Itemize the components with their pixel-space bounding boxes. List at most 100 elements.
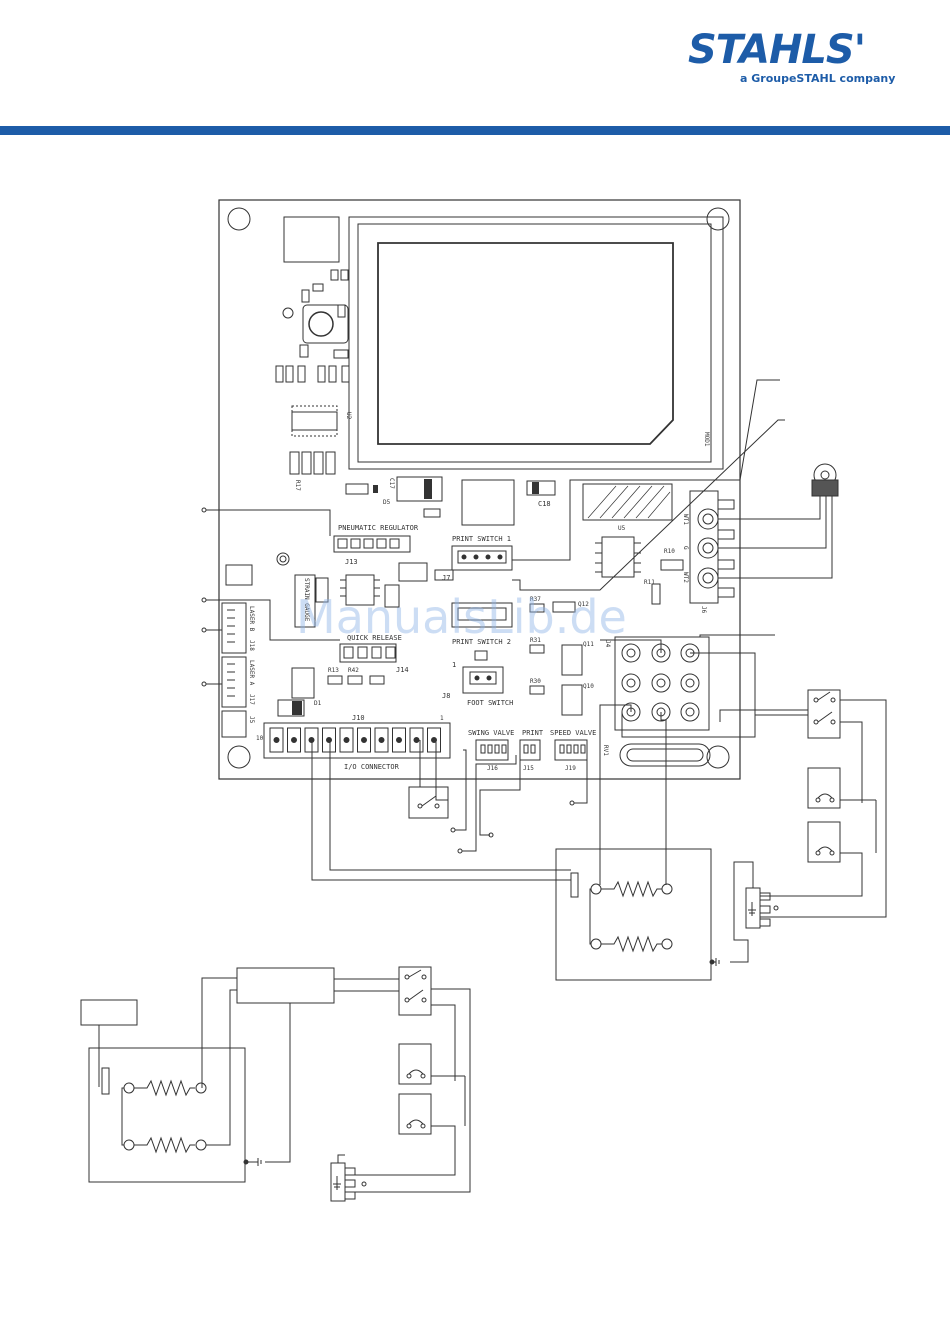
power-supply-area: U2 R17 bbox=[275, 269, 352, 491]
brand-tagline: a GroupeSTAHL company bbox=[740, 72, 896, 85]
label-wt1: WT1 bbox=[682, 514, 689, 525]
io-terminal bbox=[409, 727, 424, 753]
label-q10: Q10 bbox=[583, 683, 594, 690]
label-mod1: MOD1 bbox=[703, 432, 710, 447]
io-terminal bbox=[339, 727, 354, 753]
heatsink bbox=[582, 483, 673, 521]
connector-j10: J10 1 10 bbox=[256, 714, 451, 759]
label-u5: U5 bbox=[618, 525, 626, 532]
laser-connectors: LASER B J18 LASER A J17 J5 bbox=[221, 602, 255, 738]
io-terminal bbox=[427, 727, 441, 753]
label-d5: D5 bbox=[383, 499, 391, 506]
io-terminal bbox=[357, 727, 371, 753]
label-io-pin10: 10 bbox=[256, 735, 264, 742]
label-wt2: WT2 bbox=[682, 572, 689, 583]
label-io-connector: I/O CONNECTOR bbox=[344, 763, 400, 771]
io-terminal bbox=[269, 727, 284, 753]
rv1-slot bbox=[619, 743, 711, 767]
io-terminal-screw bbox=[291, 737, 297, 743]
label-c17: C17 bbox=[388, 478, 395, 489]
label-j16: J16 bbox=[487, 765, 498, 772]
io-switch bbox=[408, 786, 449, 819]
io-terminal-screw bbox=[396, 737, 402, 743]
label-j13: J13 bbox=[345, 558, 358, 566]
label-u2: U2 bbox=[345, 412, 352, 420]
io-terminal-screw bbox=[343, 737, 350, 743]
connector-j7: PRINT SWITCH 1 J7 bbox=[442, 535, 513, 582]
label-q11: Q11 bbox=[583, 641, 594, 648]
label-strain-gauge: STRAIN GAUGE bbox=[303, 578, 310, 622]
external-wiring bbox=[80, 379, 887, 1202]
io-terminal-screw bbox=[326, 737, 332, 743]
label-j10: J10 bbox=[352, 714, 365, 722]
label-r10: R10 bbox=[664, 548, 675, 555]
io-terminal bbox=[322, 727, 336, 753]
mounting-hole bbox=[227, 207, 251, 231]
lower-circuit bbox=[80, 966, 471, 1202]
label-print: PRINT bbox=[522, 729, 544, 737]
connector-j13: PNEUMATIC REGULATOR J13 bbox=[333, 524, 419, 566]
label-j7: J7 bbox=[442, 574, 450, 582]
label-j8: J8 bbox=[442, 692, 450, 700]
label-rv1: RV1 bbox=[602, 745, 609, 756]
label-q12: Q12 bbox=[578, 601, 589, 608]
label-laser-a: LASER A bbox=[248, 660, 255, 686]
label-g: G bbox=[682, 546, 689, 550]
brand-name: STAHLS' bbox=[688, 27, 866, 73]
connector-print-switch-2: PRINT SWITCH 2 bbox=[451, 602, 513, 646]
transistor-q10 bbox=[561, 684, 583, 716]
label-laser-b: LASER B bbox=[248, 606, 255, 632]
io-terminal bbox=[374, 727, 389, 753]
label-c18: C18 bbox=[538, 500, 551, 508]
strain-gauge-area: STRAIN GAUGE bbox=[225, 552, 454, 628]
temperature-sensor bbox=[718, 463, 839, 579]
label-print-switch-1: PRINT SWITCH 1 bbox=[452, 535, 511, 543]
io-terminal-screw bbox=[413, 737, 420, 743]
io-terminal-row bbox=[269, 727, 441, 753]
mounting-hole bbox=[227, 745, 251, 769]
ic-u5 bbox=[601, 536, 635, 578]
heater-assembly bbox=[555, 848, 720, 981]
io-terminal-screw bbox=[378, 737, 385, 743]
io-terminal bbox=[287, 727, 301, 753]
io-terminal-screw bbox=[361, 737, 367, 743]
mounting-hole bbox=[706, 745, 730, 769]
capacitor-c17 bbox=[396, 476, 443, 502]
thermal-switch-lower bbox=[760, 800, 877, 897]
label-r37: R37 bbox=[530, 596, 541, 603]
io-terminal-screw bbox=[273, 737, 280, 743]
label-j19: J19 bbox=[565, 765, 576, 772]
label-speed-valve: SPEED VALVE bbox=[550, 729, 596, 737]
io-terminal bbox=[392, 727, 406, 753]
transistor-q11 bbox=[561, 644, 583, 676]
inductor bbox=[461, 479, 515, 526]
label-r11: R11 bbox=[644, 579, 655, 586]
label-j4: J4 bbox=[604, 640, 611, 648]
label-io-pin1: 1 bbox=[440, 715, 444, 722]
label-j5: J5 bbox=[248, 716, 255, 724]
label-r31: R31 bbox=[530, 637, 541, 644]
valve-connectors: SWING VALVE J16 PRINT J15 SPEED VALVE J1… bbox=[468, 729, 596, 772]
label-foot-switch: FOOT SWITCH bbox=[467, 699, 513, 707]
label-r42: R42 bbox=[348, 667, 359, 674]
label-r13: R13 bbox=[328, 667, 339, 674]
label-r30: R30 bbox=[530, 678, 541, 685]
stahls-logo: STAHLS' a GroupeSTAHL company bbox=[688, 30, 938, 94]
label-d1: D1 bbox=[314, 700, 322, 707]
connector-j6: WT1 G WT2 J6 bbox=[682, 490, 735, 614]
lcd-module: MOD1 bbox=[283, 216, 724, 470]
thermal-switch-upper bbox=[807, 767, 876, 809]
label-j18: J18 bbox=[248, 640, 255, 651]
mounting-hole bbox=[706, 207, 730, 231]
label-quick-release: QUICK RELEASE bbox=[347, 634, 402, 642]
label-print-switch-2: PRINT SWITCH 2 bbox=[452, 638, 511, 646]
label-j14: J14 bbox=[396, 666, 409, 674]
relay-right bbox=[760, 689, 887, 918]
label-j6: J6 bbox=[700, 606, 707, 614]
label-pneumatic-regulator: PNEUMATIC REGULATOR bbox=[338, 524, 419, 532]
pcb-board: MOD1 U2 R17 bbox=[218, 199, 741, 780]
connector-j8: 1 J8 FOOT SWITCH bbox=[442, 650, 513, 707]
label-r17: R17 bbox=[294, 480, 301, 491]
label-j17: J17 bbox=[248, 694, 255, 705]
